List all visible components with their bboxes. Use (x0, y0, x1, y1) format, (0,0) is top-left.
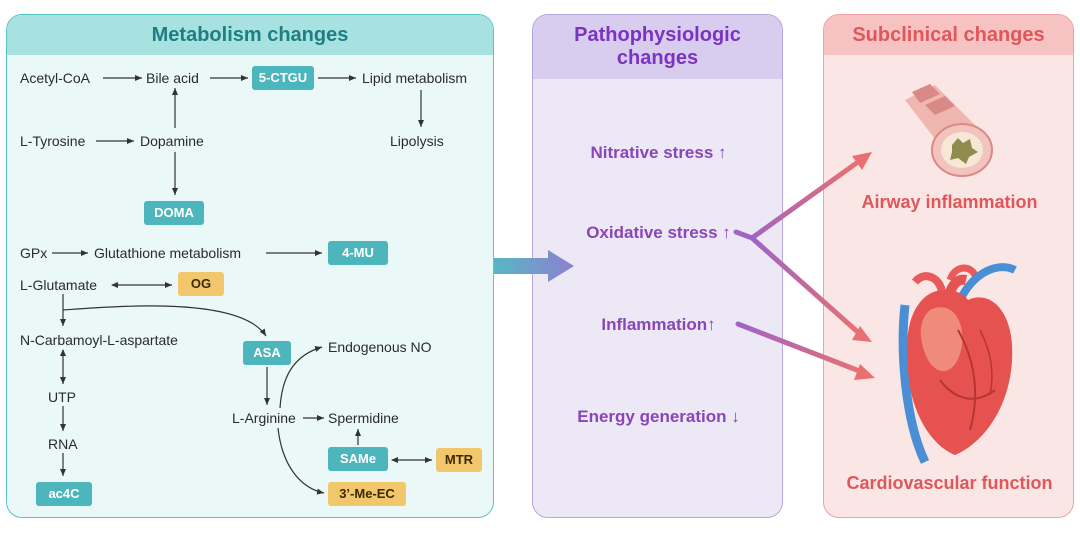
outcome-arrows (733, 159, 865, 375)
me-ec-box: 3’-Me-EC (328, 482, 406, 506)
l-arginine-label: L-Arginine (232, 410, 296, 426)
doma-box: DOMA (144, 201, 204, 225)
nitrative-stress-item: Nitrative stress ↑ (590, 143, 727, 162)
inflammation-item: Inflammation↑ (601, 315, 716, 334)
airway-inflammation-label: Airway inflammation (861, 192, 1038, 212)
bile-acid-label: Bile acid (146, 70, 199, 86)
dopamine-label: Dopamine (140, 133, 204, 149)
asa-box: ASA (243, 341, 291, 365)
energy-generation-item: Energy generation ↓ (577, 407, 740, 426)
ctgu-box: 5-CTGU (252, 66, 314, 90)
pathophysiologic-title: Pathophysiologic changes (533, 15, 782, 79)
subclinical-title: Subclinical changes (824, 15, 1073, 55)
acetyl-coa-label: Acetyl-CoA (20, 70, 91, 86)
cardiovascular-function-label: Cardiovascular function (846, 473, 1053, 493)
spermidine-label: Spermidine (328, 410, 399, 426)
metabolism-title: Metabolism changes (7, 15, 493, 55)
n-carbamoyl-label: N-Carbamoyl-L-aspartate (20, 332, 178, 348)
utp-label: UTP (48, 389, 76, 405)
mtr-box: MTR (436, 448, 482, 472)
up-arrow-icon: ↑ (707, 315, 716, 334)
glutathione-metabolism-label: Glutathione metabolism (94, 245, 242, 261)
ac4c-box: ac4C (36, 482, 92, 506)
pathophysiologic-title-line1: Pathophysiologic (574, 24, 741, 46)
transition-arrow (494, 250, 574, 282)
airway-icon (905, 84, 993, 177)
lipolysis-label: Lipolysis (390, 133, 444, 149)
pathway-arrows (52, 75, 432, 495)
l-tyrosine-label: L-Tyrosine (20, 133, 86, 149)
oxidative-stress-item: Oxidative stress ↑ (586, 223, 731, 242)
lipid-metabolism-label: Lipid metabolism (362, 70, 468, 86)
heart-icon (898, 263, 1017, 464)
rna-label: RNA (48, 436, 78, 452)
endogenous-no-label: Endogenous NO (328, 339, 432, 355)
down-arrow-icon: ↓ (731, 407, 740, 426)
same-box: SAMe (328, 447, 388, 471)
pathophysiologic-title-line2: changes (616, 47, 699, 69)
gpx-label: GPx (20, 245, 48, 261)
metabolism-panel: Metabolism changes (6, 14, 494, 518)
up-arrow-icon: ↑ (722, 223, 731, 242)
up-arrow-icon: ↑ (718, 143, 727, 162)
l-glutamate-label: L-Glutamate (20, 277, 98, 293)
og-box: OG (178, 272, 224, 296)
mu-box: 4-MU (328, 241, 388, 265)
